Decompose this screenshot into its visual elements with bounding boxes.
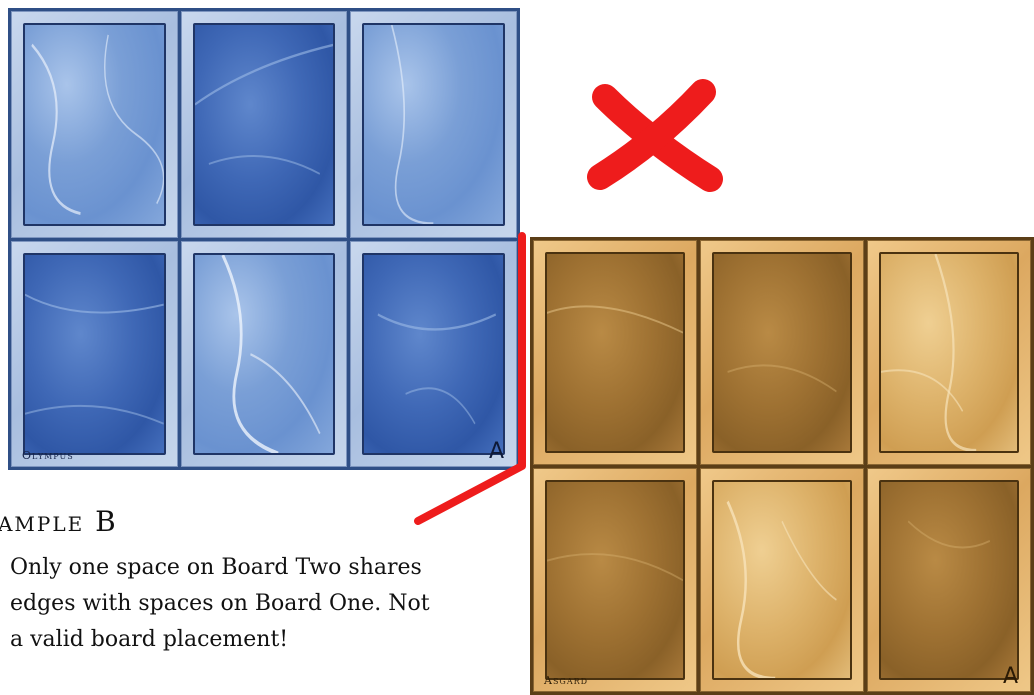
board-space bbox=[867, 468, 1031, 693]
board-space bbox=[867, 240, 1031, 465]
board-olympus: Olympus A bbox=[8, 8, 520, 470]
board-space bbox=[181, 241, 348, 468]
board-space bbox=[700, 240, 864, 465]
board-space bbox=[700, 468, 864, 693]
board-space bbox=[11, 241, 178, 468]
example-line: edges with spaces on Board One. Not bbox=[10, 591, 430, 616]
example-caption: Example B Only one space on Board Two sh… bbox=[0, 505, 500, 658]
example-heading: Example B bbox=[0, 505, 500, 538]
board-space bbox=[11, 11, 178, 238]
cross-icon bbox=[600, 92, 710, 179]
board-name: Asgard bbox=[544, 674, 588, 687]
board-space bbox=[181, 11, 348, 238]
board-asgard: Asgard A bbox=[530, 237, 1034, 695]
example-line: a valid board placement! bbox=[10, 627, 288, 652]
board-space bbox=[533, 468, 697, 693]
board-name: Olympus bbox=[22, 449, 74, 462]
example-line: Only one space on Board Two shares bbox=[10, 555, 422, 580]
board-space bbox=[350, 11, 517, 238]
example-body: Only one space on Board Two shares edges… bbox=[0, 550, 500, 658]
board-space bbox=[533, 240, 697, 465]
board-logo-icon: A bbox=[489, 439, 504, 464]
board-space bbox=[350, 241, 517, 468]
board-logo-icon: A bbox=[1003, 664, 1018, 689]
